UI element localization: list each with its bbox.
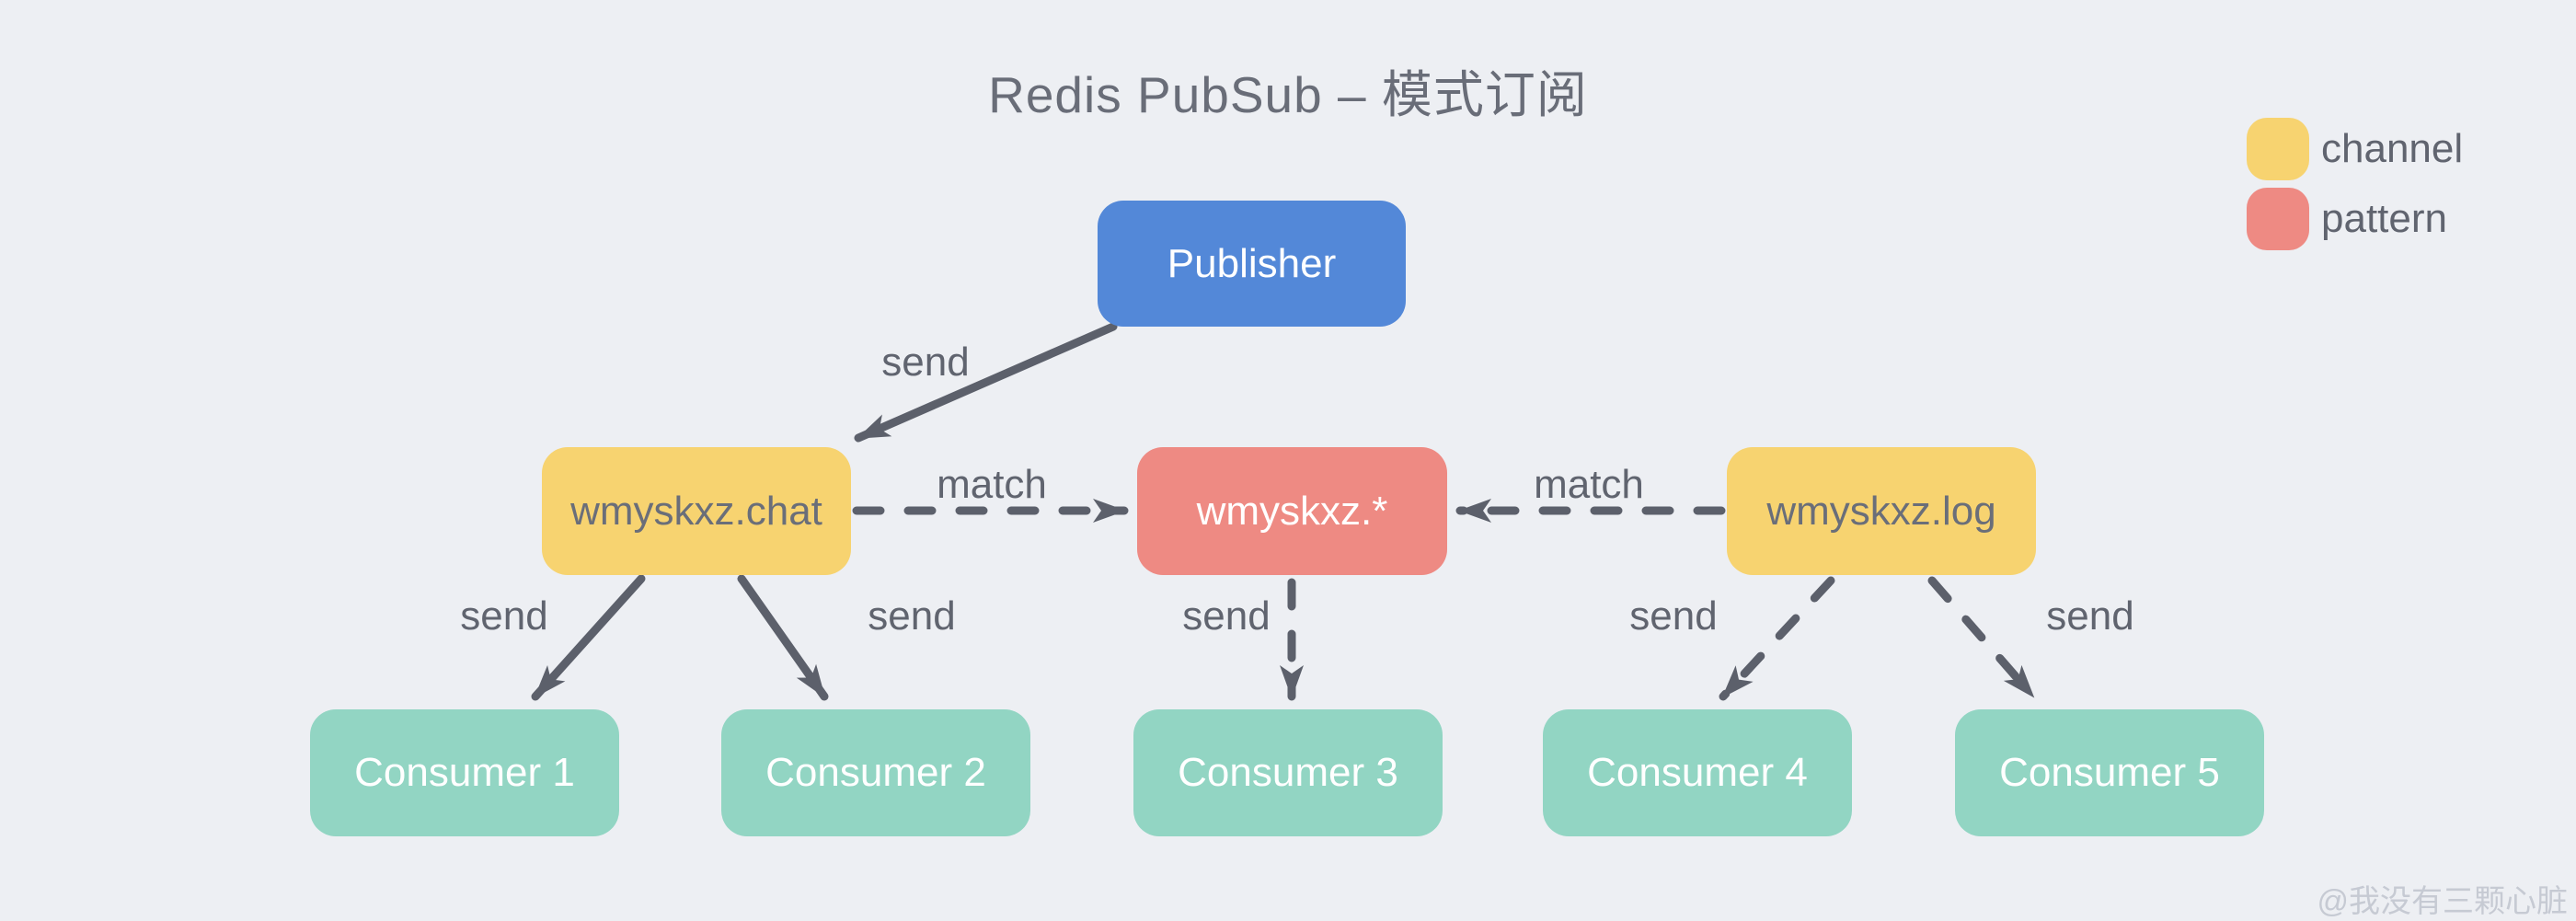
node-channel-log-label: wmyskxz.log bbox=[1766, 488, 1996, 534]
edge-chat-to-consumer1 bbox=[531, 574, 646, 701]
edge-label-send-consumer2: send bbox=[868, 593, 956, 639]
node-publisher-label: Publisher bbox=[1167, 240, 1337, 286]
node-consumer-1: Consumer 1 bbox=[310, 709, 619, 836]
edge-log-to-consumer5 bbox=[1927, 576, 2038, 701]
legend-item-pattern: pattern bbox=[2247, 188, 2447, 250]
edge-label-send-consumer1: send bbox=[460, 593, 548, 639]
node-consumer-4: Consumer 4 bbox=[1543, 709, 1852, 836]
node-pattern-star: wmyskxz.* bbox=[1137, 447, 1447, 575]
edge-log-to-consumer4 bbox=[1719, 576, 1835, 701]
page-title: Redis PubSub – 模式订阅 bbox=[988, 66, 1588, 123]
node-consumer-3: Consumer 3 bbox=[1133, 709, 1443, 836]
node-channel-chat: wmyskxz.chat bbox=[542, 447, 851, 575]
legend-item-channel: channel bbox=[2247, 118, 2463, 180]
node-consumer-4-label: Consumer 4 bbox=[1587, 750, 1808, 795]
edge-label-send-consumer3: send bbox=[1182, 593, 1271, 639]
node-consumer-5: Consumer 5 bbox=[1955, 709, 2264, 836]
node-pattern-star-label: wmyskxz.* bbox=[1196, 488, 1388, 534]
node-consumer-1-label: Consumer 1 bbox=[354, 750, 575, 795]
node-consumer-2: Consumer 2 bbox=[721, 709, 1030, 836]
node-channel-log: wmyskxz.log bbox=[1727, 447, 2036, 575]
channel-swatch-icon bbox=[2247, 118, 2309, 180]
edge-label-publisher-send: send bbox=[881, 340, 970, 385]
watermark: @我没有三颗心脏 bbox=[2317, 884, 2568, 919]
pattern-swatch-icon bbox=[2247, 188, 2309, 250]
node-publisher: Publisher bbox=[1098, 201, 1406, 327]
node-consumer-5-label: Consumer 5 bbox=[1999, 750, 2220, 795]
edge-label-send-consumer5: send bbox=[2046, 593, 2134, 639]
legend-pattern-label: pattern bbox=[2321, 196, 2447, 241]
node-channel-chat-label: wmyskxz.chat bbox=[570, 488, 822, 534]
edge-label-match-left: match bbox=[937, 462, 1047, 507]
edge-label-send-consumer4: send bbox=[1629, 593, 1718, 639]
edge-publisher-to-chat bbox=[854, 322, 1118, 443]
node-consumer-3-label: Consumer 3 bbox=[1178, 750, 1398, 795]
edge-label-match-right: match bbox=[1534, 462, 1644, 507]
node-consumer-2-label: Consumer 2 bbox=[765, 750, 986, 795]
legend-channel-label: channel bbox=[2321, 126, 2464, 171]
edge-chat-to-consumer2 bbox=[737, 574, 829, 701]
